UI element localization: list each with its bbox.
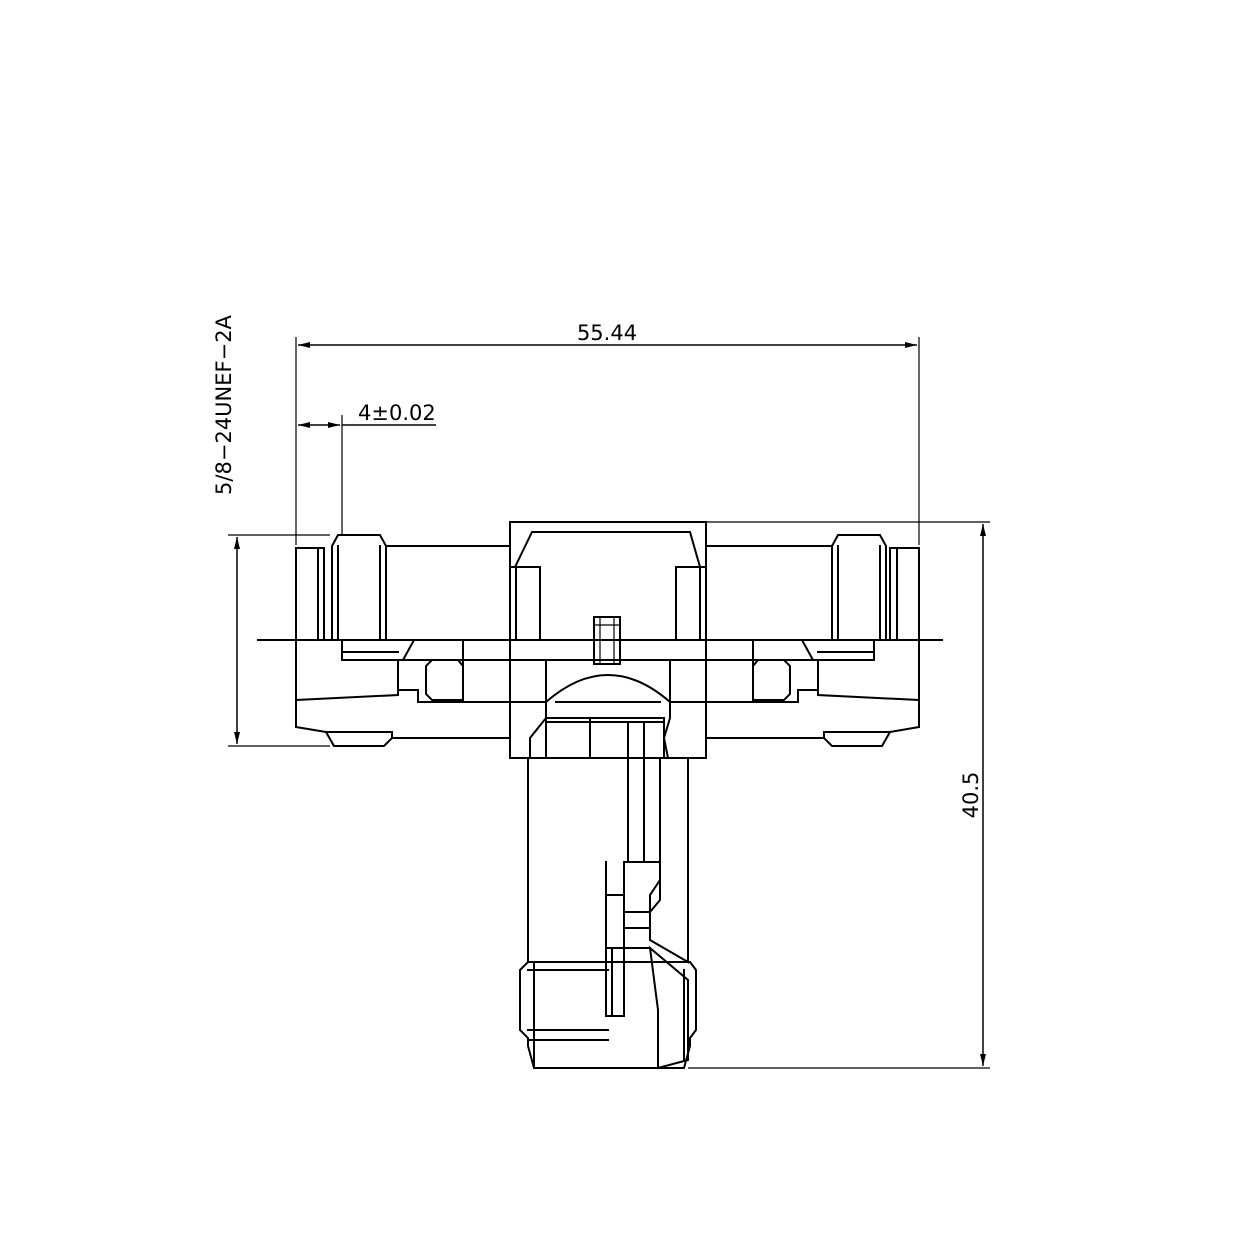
flange-offset-label: 4±0.02 bbox=[358, 401, 436, 425]
right-mounting-stud bbox=[831, 534, 891, 641]
right-plate-hatch bbox=[752, 639, 815, 661]
dimension-thread-spec: 5/8−24UNEF−2A bbox=[212, 314, 330, 747]
lower-body bbox=[527, 721, 691, 964]
left-seal-ring bbox=[425, 659, 464, 701]
right-seal-ring bbox=[752, 659, 791, 701]
bottom-coupling-nut bbox=[519, 945, 697, 1070]
flange-body bbox=[295, 545, 920, 747]
lower-inner-insulator bbox=[605, 861, 651, 949]
thread-spec-label: 5/8−24UNEF−2A bbox=[212, 314, 236, 494]
overall-width-label: 55.44 bbox=[577, 321, 637, 345]
inner-dome bbox=[509, 674, 707, 759]
dimension-overall-height: 40.5 bbox=[688, 521, 990, 1069]
dimension-overall-width: 55.44 bbox=[295, 321, 920, 545]
left-mounting-stud bbox=[323, 534, 387, 641]
overall-height-label: 40.5 bbox=[959, 772, 983, 819]
dimension-flange-offset: 4±0.02 bbox=[298, 401, 436, 535]
left-plate-hatch bbox=[401, 639, 464, 661]
